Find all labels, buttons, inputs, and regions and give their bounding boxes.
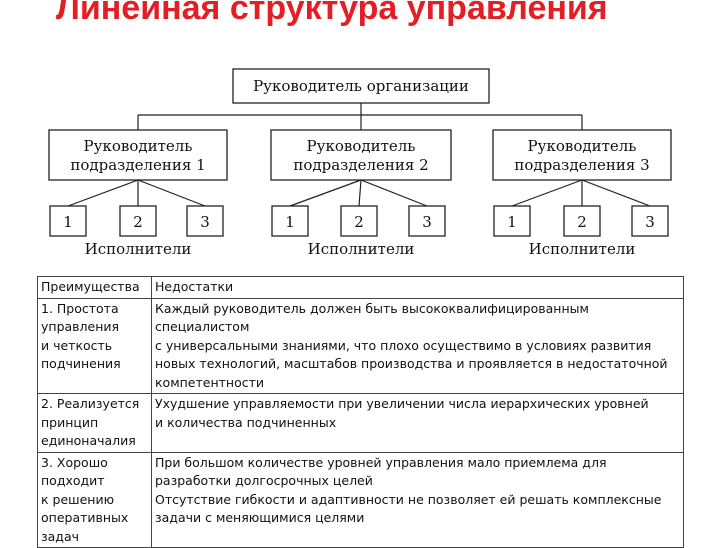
cell-line: 3. Хорошо: [41, 454, 108, 470]
executors-caption: Исполнители: [308, 240, 415, 258]
executor-label: 1: [285, 213, 295, 231]
table-row: 2. Реализуется принцип единоначалия Ухуд…: [37, 393, 684, 453]
executor-label: 1: [507, 213, 517, 231]
executor-label: 1: [63, 213, 73, 231]
table-row: 1. Простота управления и четкость подчин…: [37, 297, 684, 394]
department-1-line2: подразделения 1: [70, 156, 205, 174]
top-connectors: [137, 103, 583, 130]
department-2-line2: подразделения 2: [293, 156, 428, 174]
executor-label: 2: [133, 213, 143, 231]
department-1-box: [48, 129, 228, 181]
cell-line: разработки долгосрочных целей: [155, 473, 373, 488]
department-3-connectors: [511, 179, 651, 207]
executor-box: [271, 205, 309, 237]
cell-line: оперативных: [41, 510, 129, 525]
cell-line: 1. Простота: [41, 300, 119, 316]
department-2-connectors: [289, 179, 428, 207]
department-3-line1: Руководитель: [528, 137, 637, 155]
cell-line: компетентности: [155, 374, 265, 390]
advantage-cell: 1. Простота управления и четкость подчин…: [37, 297, 152, 394]
executor-box: [119, 205, 157, 237]
executors-caption: Исполнители: [529, 240, 636, 258]
executor-box: [186, 205, 224, 237]
department-1-connectors: [67, 179, 206, 207]
cell-line: и количества подчиненных: [155, 414, 337, 430]
department-3-line2: подразделения 3: [514, 156, 649, 174]
cell-line: новых технологий, масштабов производства…: [155, 356, 668, 371]
executor-box: [563, 205, 601, 237]
department-3-box: [492, 129, 672, 181]
top-manager-box: [232, 68, 490, 104]
cell-line: 2. Реализуется: [41, 396, 140, 411]
top-manager-label: Руководитель организации: [253, 77, 469, 95]
department-3: Руководитель подразделения 3 1 2 3 Испол…: [492, 129, 672, 258]
executor-box: [408, 205, 446, 237]
executor-box: [49, 205, 87, 237]
executors-caption: Исполнители: [85, 240, 192, 258]
org-structure-diagram: Руководитель организации Руководитель по…: [48, 68, 672, 258]
table-header-row: Преимущества Недостатки: [37, 276, 684, 299]
disadvantage-cell: Ухудшение управляемости при увеличении ч…: [151, 393, 684, 453]
cell-line: управления: [41, 319, 120, 334]
comparison-table: Преимущества Недостатки 1. Простота упра…: [37, 276, 684, 548]
cell-line: принцип: [41, 414, 99, 430]
department-2: Руководитель подразделения 2 1 2 3 Испол…: [270, 129, 452, 258]
cell-line: и четкость: [41, 337, 113, 353]
department-2-line1: Руководитель: [307, 137, 416, 155]
cell-line: задачи с меняющимися целями: [155, 510, 365, 525]
slide-title: Линейная структура управления: [56, 0, 608, 27]
table-row: 3. Хорошо подходит к решению оперативных…: [37, 451, 684, 548]
disadvantage-cell: Каждый руководитель должен быть высококв…: [151, 297, 684, 394]
executor-box: [493, 205, 531, 237]
executor-label: 2: [577, 213, 587, 231]
cell-line: Каждый руководитель должен быть высококв…: [155, 300, 589, 335]
department-1: Руководитель подразделения 1 1 2 3 Испол…: [48, 129, 228, 258]
header-disadvantages: Недостатки: [151, 276, 684, 299]
header-advantages: Преимущества: [37, 276, 152, 299]
disadvantage-cell: При большом количестве уровней управлени…: [151, 451, 684, 548]
advantage-cell: 2. Реализуется принцип единоначалия: [37, 393, 152, 453]
cell-line: Отсутствие гибкости и адаптивности не по…: [155, 491, 662, 507]
cell-line: подчинения: [41, 356, 121, 371]
executor-label: 2: [354, 213, 364, 231]
executor-label: 3: [645, 213, 655, 231]
executor-label: 3: [422, 213, 432, 231]
cell-line: с универсальными знаниями, что плохо осу…: [155, 337, 652, 353]
advantage-cell: 3. Хорошо подходит к решению оперативных…: [37, 451, 152, 548]
cell-line: задач: [41, 528, 79, 544]
cell-line: Ухудшение управляемости при увеличении ч…: [155, 396, 649, 411]
executor-box: [340, 205, 378, 237]
cell-line: При большом количестве уровней управлени…: [155, 454, 607, 470]
cell-line: подходит: [41, 473, 105, 488]
cell-line: единоначалия: [41, 433, 136, 448]
department-1-line1: Руководитель: [84, 137, 193, 155]
executor-label: 3: [200, 213, 210, 231]
executor-box: [631, 205, 669, 237]
cell-line: к решению: [41, 491, 115, 507]
